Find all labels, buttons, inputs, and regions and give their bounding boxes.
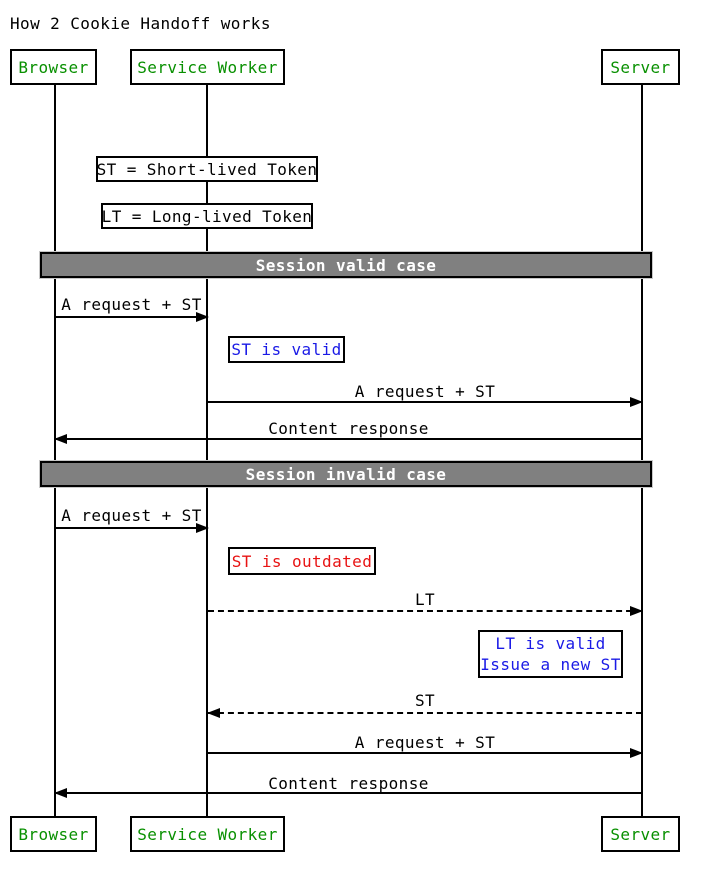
message-label-content-response-2: Content response xyxy=(268,774,429,793)
note-lt-is-valid: LT is valid Issue a new ST xyxy=(478,630,623,678)
arrowhead-left xyxy=(207,708,220,718)
actor-label-server: Server xyxy=(610,824,671,844)
message-arrow-request-st-4 xyxy=(208,748,643,758)
message-label-content-response-1: Content response xyxy=(268,419,429,438)
note-lt-definition-text: LT = Long-lived Token xyxy=(101,206,313,226)
message-arrow-request-st-3 xyxy=(55,523,209,533)
section-bar-valid-case: Session valid case xyxy=(39,251,653,279)
lifeline-browser xyxy=(54,85,56,816)
actor-box-service-worker-bottom: Service Worker xyxy=(130,816,285,852)
note-st-definition: ST = Short-lived Token xyxy=(96,156,318,182)
section-bar-invalid-case-text: Session invalid case xyxy=(245,464,447,484)
actor-box-server-top: Server xyxy=(601,49,680,85)
message-label-request-st-4: A request + ST xyxy=(354,733,496,752)
note-lt-is-valid-line1: LT is valid xyxy=(495,634,606,653)
note-st-is-outdated-text: ST is outdated xyxy=(231,551,373,571)
message-label-request-st-3: A request + ST xyxy=(61,506,202,525)
actor-box-service-worker-top: Service Worker xyxy=(130,49,285,85)
arrowhead-right xyxy=(630,397,643,407)
message-label-request-st-1: A request + ST xyxy=(61,295,202,314)
actor-box-browser-bottom: Browser xyxy=(10,816,97,852)
actor-label-browser: Browser xyxy=(18,824,89,844)
message-arrow-content-response-1 xyxy=(54,434,642,444)
note-st-is-valid-text: ST is valid xyxy=(231,340,342,359)
actor-label-service-worker: Service Worker xyxy=(137,824,278,844)
message-arrow-request-st-1 xyxy=(55,312,209,322)
message-arrow-st xyxy=(207,708,642,718)
message-label-lt: LT xyxy=(414,590,436,609)
message-label-st: ST xyxy=(414,691,436,710)
actor-label-server: Server xyxy=(610,57,671,77)
actor-box-browser-top: Browser xyxy=(10,49,97,85)
arrowhead-right xyxy=(630,606,643,616)
actor-box-server-bottom: Server xyxy=(601,816,680,852)
note-st-definition-text: ST = Short-lived Token xyxy=(96,159,318,179)
message-label-request-st-2: A request + ST xyxy=(354,382,496,401)
actor-label-browser: Browser xyxy=(18,57,89,77)
actor-label-service-worker: Service Worker xyxy=(137,57,278,77)
section-bar-invalid-case: Session invalid case xyxy=(39,460,653,488)
arrowhead-right xyxy=(196,523,209,533)
note-st-is-valid: ST is valid xyxy=(228,336,345,363)
arrowhead-left xyxy=(54,788,67,798)
arrowhead-right xyxy=(630,748,643,758)
lifeline-server xyxy=(641,85,643,816)
section-bar-valid-case-text: Session valid case xyxy=(255,255,437,275)
note-st-is-outdated: ST is outdated xyxy=(228,547,376,575)
note-lt-is-valid-line2: Issue a new ST xyxy=(480,655,621,674)
message-arrow-content-response-2 xyxy=(54,788,642,798)
note-lt-definition: LT = Long-lived Token xyxy=(101,203,313,229)
arrowhead-left xyxy=(54,434,67,444)
lifeline-service-worker xyxy=(206,85,208,816)
message-arrow-lt xyxy=(208,606,643,616)
diagram-title: How 2 Cookie Handoff works xyxy=(10,14,271,33)
message-arrow-request-st-2 xyxy=(208,397,643,407)
arrowhead-right xyxy=(196,312,209,322)
